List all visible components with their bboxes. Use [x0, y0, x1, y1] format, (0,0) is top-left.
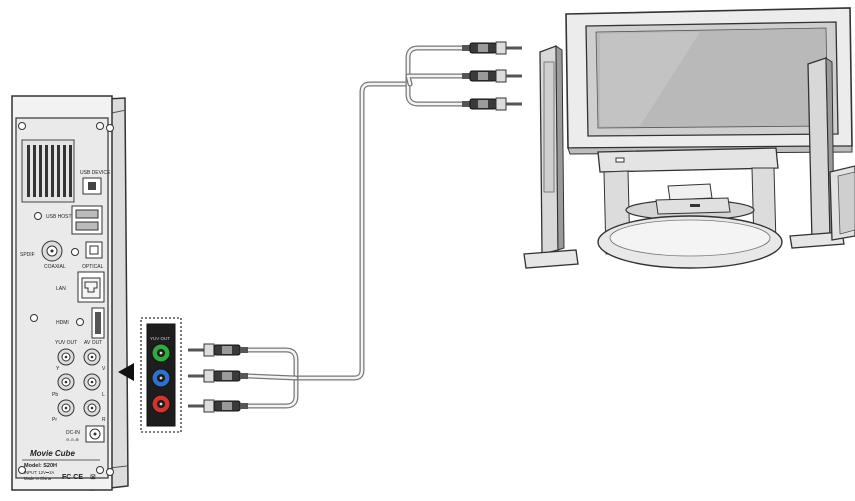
jack-label-r: R	[102, 417, 106, 423]
lan-label: LAN	[56, 286, 66, 292]
input-rating-label: INPUT: 12V⎓2A	[24, 470, 55, 475]
made-in-label: Made in China	[24, 476, 52, 481]
jack-label-v: V	[102, 366, 106, 372]
hdmi-label: HDMI	[56, 320, 69, 326]
component-cable	[245, 45, 465, 409]
av-out-label: AV OUT	[84, 340, 102, 346]
callout-jack-red	[151, 394, 171, 414]
rca-plugs-player-side	[188, 343, 248, 413]
brand-logo: Movie Cube	[30, 449, 75, 458]
rca-plug	[462, 97, 522, 111]
rca-jack-av-video	[83, 348, 101, 366]
rca-plugs-tv-side	[462, 41, 522, 111]
rca-plug	[188, 343, 248, 357]
rca-jack-audio-r	[83, 399, 101, 417]
rca-jack-pb	[57, 373, 75, 391]
weee-icon: ⊠	[90, 474, 96, 481]
pointer-arrow-icon	[118, 363, 134, 381]
usb-host-label: USB HOST	[46, 214, 72, 220]
callout-jack-green	[151, 343, 171, 363]
yuv-out-callout: YUV OUT	[140, 317, 182, 433]
usb-host-port	[71, 205, 103, 235]
screw-icon	[18, 122, 114, 476]
subwoofer	[829, 165, 855, 241]
coaxial-label: COAXIAL	[44, 264, 66, 270]
rca-jack-pr	[57, 399, 75, 417]
jack-label-y: Y	[56, 366, 60, 372]
rca-jack-y	[57, 348, 75, 366]
vent-grille	[21, 139, 75, 203]
callout-jack-blue	[151, 368, 171, 388]
rca-jack-audio-l	[83, 373, 101, 391]
flat-panel-tv	[565, 7, 853, 155]
coaxial-jack	[41, 240, 63, 262]
speaker-left	[523, 45, 579, 269]
model-label: Model: S20H	[24, 463, 57, 469]
jack-label-pb: Pb	[52, 392, 58, 398]
svg-text:⊖-⊙-⊕: ⊖-⊙-⊕	[66, 437, 79, 442]
rca-plug	[188, 369, 248, 383]
optical-port	[85, 241, 103, 259]
callout-label: YUV OUT	[150, 336, 170, 341]
jack-label-l: L	[102, 392, 105, 398]
dc-in-label: DC-IN	[66, 430, 80, 436]
media-player-rear-panel: USB DEVICE USB HOST SPDIF COAXIAL OPTICA…	[11, 95, 129, 491]
home-theater	[523, 7, 855, 269]
lan-port	[77, 271, 105, 303]
hdmi-port	[91, 307, 105, 339]
yuv-out-label: YUV OUT	[55, 340, 77, 346]
dc-in-jack	[85, 425, 105, 443]
usb-device-label: USB DEVICE	[80, 170, 111, 176]
jack-label-pr: Pr	[52, 417, 57, 423]
certification-marks: FC CE	[62, 474, 83, 481]
rca-plug	[188, 399, 248, 413]
rca-plug	[462, 41, 522, 55]
tv-stand	[597, 147, 783, 269]
media-player-on-shelf	[655, 183, 731, 215]
spdif-label: SPDIF	[20, 252, 35, 258]
optical-label: OPTICAL	[82, 264, 104, 270]
rca-plug	[462, 69, 522, 83]
